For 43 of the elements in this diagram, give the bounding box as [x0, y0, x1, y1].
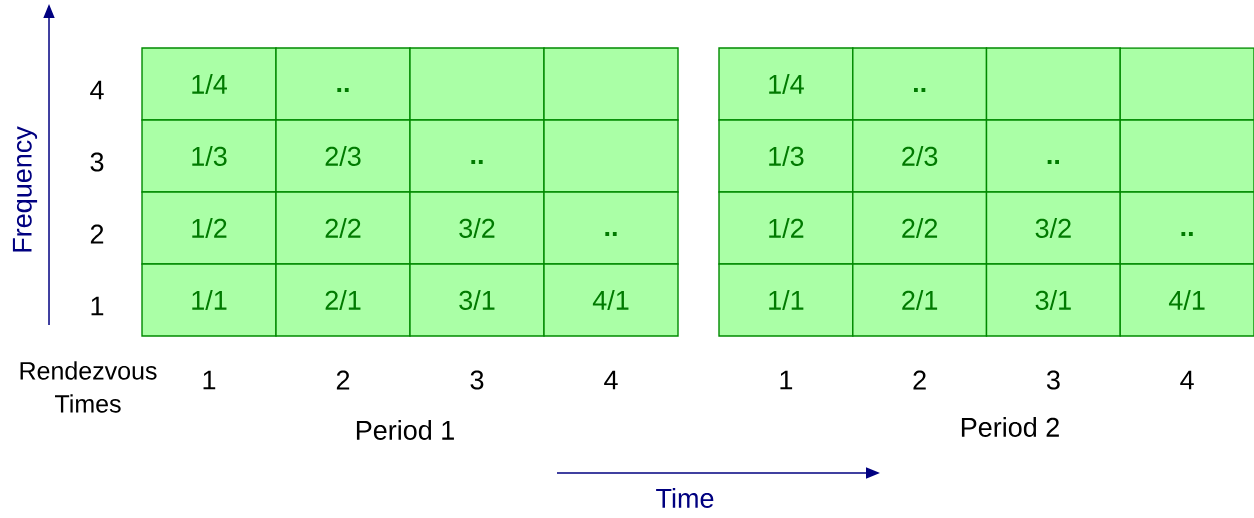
row-label: 2: [90, 224, 104, 244]
column-label: 2: [913, 370, 926, 390]
column-label: 1: [780, 370, 793, 390]
column-label: 4: [1180, 370, 1194, 390]
table-cell: ..: [1119, 191, 1254, 265]
table-cell: 1/2: [141, 191, 277, 265]
table-cell: 2/2: [275, 191, 411, 265]
table-cell: 2/3: [275, 119, 411, 193]
table-cell: 2/2: [852, 191, 988, 265]
table-cell: 3/2: [409, 191, 545, 265]
row-label: 1: [91, 296, 104, 316]
table-cell: 2/1: [852, 263, 988, 337]
table-cell: 1/1: [718, 263, 854, 337]
period-label: Period 1: [356, 420, 454, 440]
axis-label: Rendezvous Times: [20, 361, 157, 413]
table-cell: 1/3: [141, 119, 277, 193]
column-label: 4: [604, 370, 618, 390]
table-cell: 1/4: [141, 47, 277, 121]
axis-label: Time: [656, 488, 714, 508]
row-label: 3: [90, 152, 104, 172]
table-cell: 4/1: [543, 263, 679, 337]
table-cell: 2/3: [852, 119, 988, 193]
table-cell: 3/2: [985, 191, 1121, 265]
column-label: 3: [470, 370, 484, 390]
period-label: Period 2: [961, 417, 1059, 437]
table-cell: 1/4: [718, 47, 854, 121]
axis-label: Frequency: [12, 126, 38, 252]
table-cell: 2/1: [275, 263, 411, 337]
table-cell: ..: [543, 191, 679, 265]
table-cell: ..: [852, 47, 988, 121]
column-label: 1: [203, 370, 216, 390]
table-cell: 1/3: [718, 119, 854, 193]
table-cell: 3/1: [409, 263, 545, 337]
table-cell: ..: [275, 47, 411, 121]
table-cell: 3/1: [985, 263, 1121, 337]
table-cell: 1/1: [141, 263, 277, 337]
table-cell: ..: [409, 119, 545, 193]
column-label: 2: [336, 370, 350, 390]
table-cell: 1/2: [718, 191, 854, 265]
table-cell: ..: [985, 119, 1121, 193]
column-label: 3: [1046, 370, 1060, 390]
row-label: 4: [90, 80, 104, 100]
table-cell: 4/1: [1119, 263, 1254, 337]
